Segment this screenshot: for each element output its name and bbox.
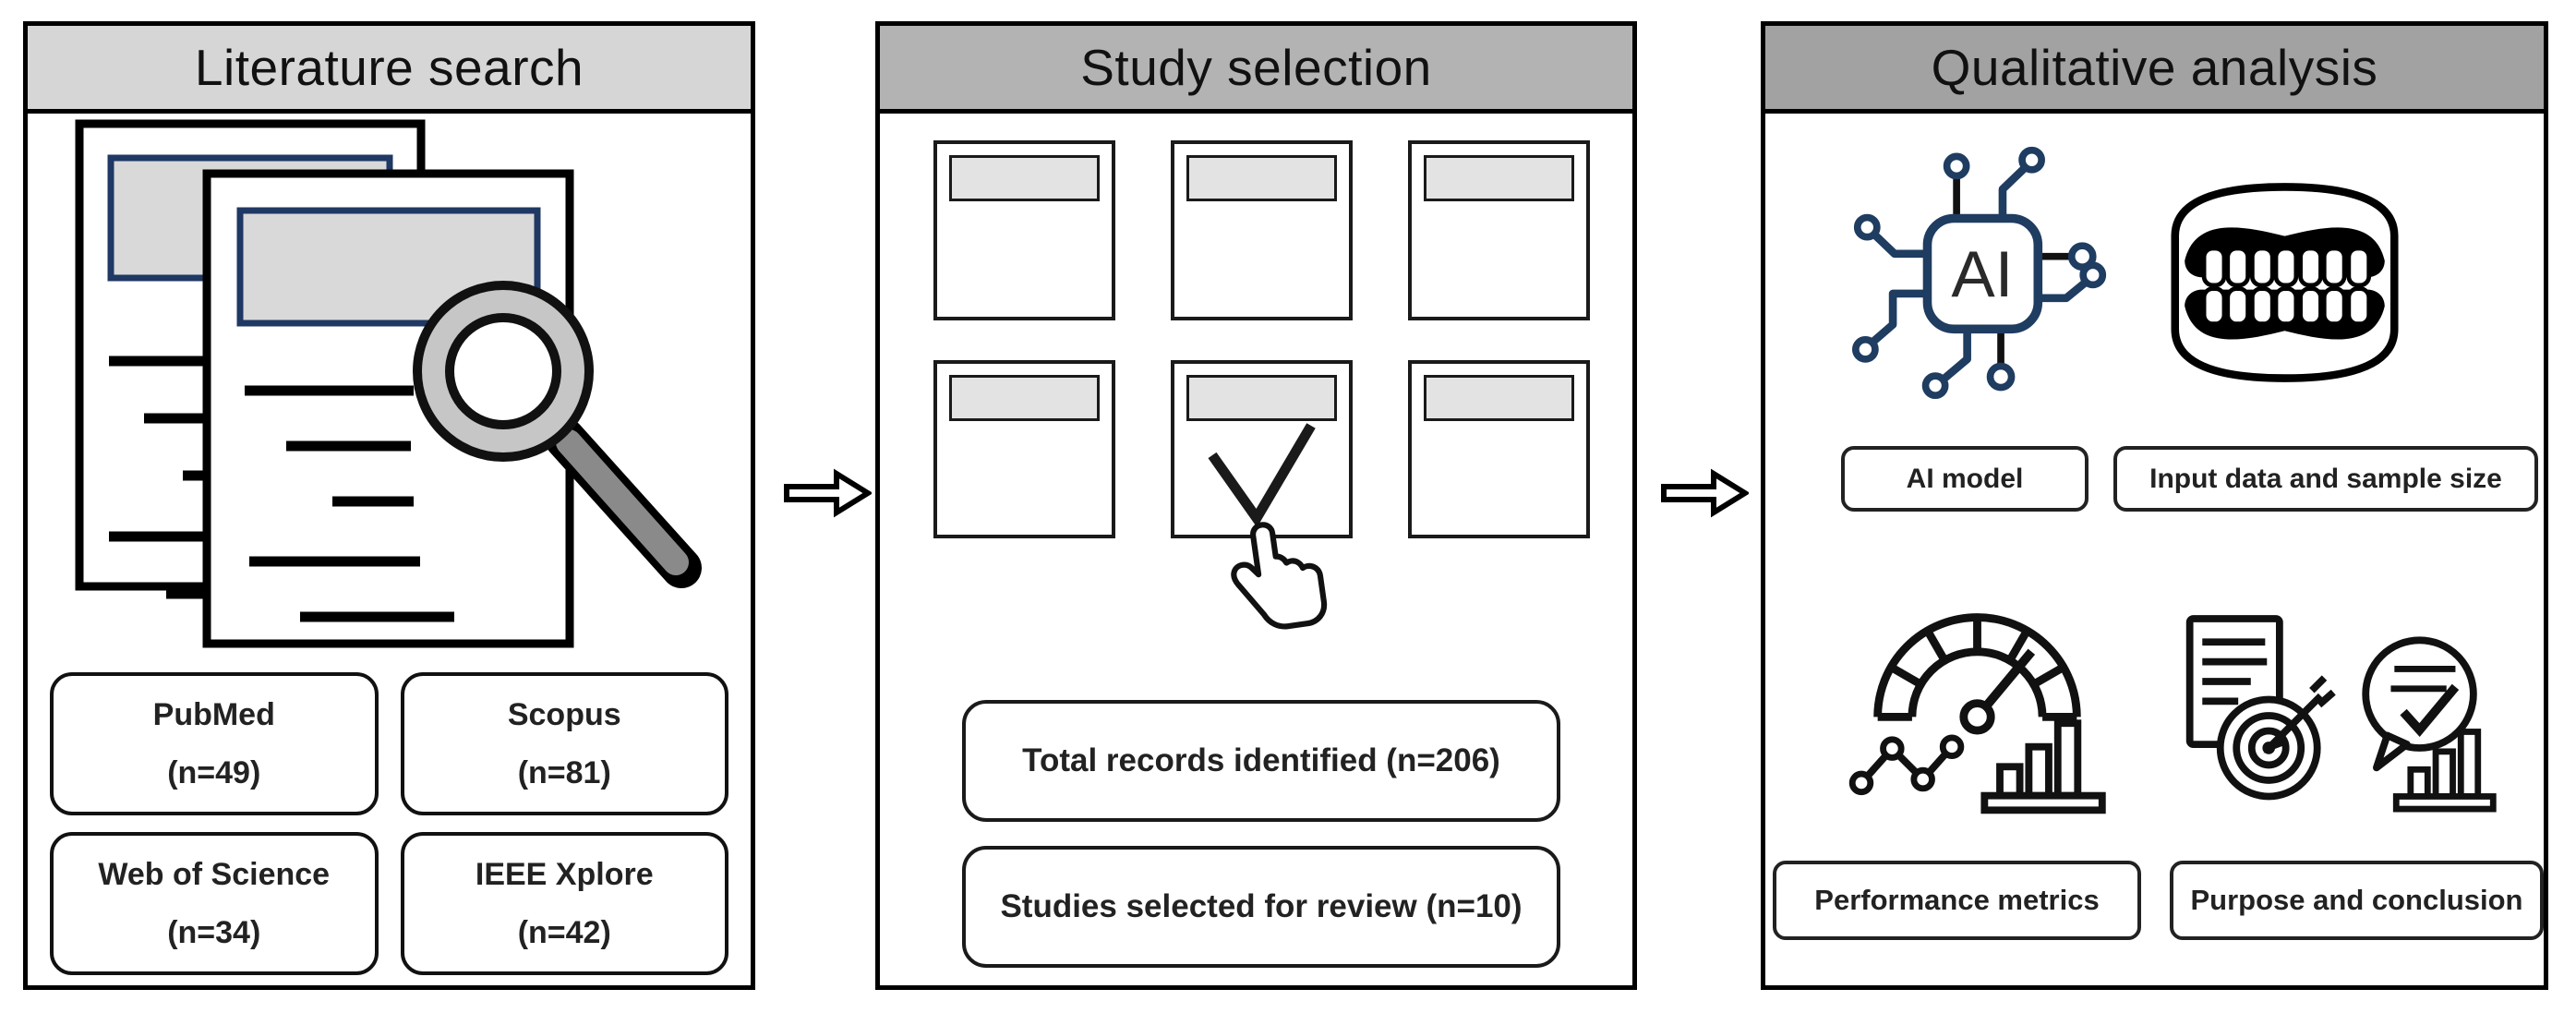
right-arrow-icon	[784, 468, 872, 518]
panel-title-study-selection: Study selection	[880, 26, 1632, 114]
selected-studies-label: Studies selected for review (n=10)	[1000, 888, 1523, 924]
document-card-selected	[1171, 360, 1353, 538]
checkmark-icon	[1208, 423, 1316, 525]
dentures-icon	[2171, 183, 2399, 382]
aspect-box-ai-model: AI model	[1841, 446, 2088, 512]
panel-literature-search: Literature search PubMed (n=49) Scopus (…	[23, 21, 755, 990]
document-card-titlebar	[949, 375, 1100, 421]
ai-chip-icon: AI	[1852, 146, 2107, 400]
document-card-titlebar	[949, 155, 1100, 201]
database-box-ieee-xplore: IEEE Xplore (n=42)	[400, 832, 728, 975]
database-count: (n=34)	[167, 914, 261, 950]
panel-title-literature-search: Literature search	[28, 26, 751, 114]
target-speech-icon	[2185, 615, 2497, 813]
documents-magnifier-icon	[75, 119, 702, 648]
document-card	[933, 360, 1115, 538]
document-card	[933, 140, 1115, 320]
database-box-pubmed: PubMed (n=49)	[50, 672, 379, 815]
document-card-titlebar	[1186, 375, 1337, 421]
document-card-titlebar	[1186, 155, 1337, 201]
svg-text:AI: AI	[1951, 238, 2013, 311]
document-card-titlebar	[1424, 155, 1574, 201]
database-count: (n=49)	[167, 754, 261, 790]
document-card-titlebar	[1424, 375, 1574, 421]
database-name: Scopus	[507, 696, 621, 732]
document-card	[1171, 140, 1353, 320]
database-name: IEEE Xplore	[475, 856, 654, 892]
document-card	[1408, 140, 1590, 320]
database-grid: PubMed (n=49) Scopus (n=81) Web of Scien…	[50, 672, 728, 975]
aspect-box-performance-metrics: Performance metrics	[1773, 861, 2141, 940]
aspect-box-input-data: Input data and sample size	[2113, 446, 2538, 512]
record-card-grid	[933, 140, 1590, 538]
aspect-label: Purpose and conclusion	[2190, 884, 2523, 916]
right-arrow-icon	[1661, 468, 1749, 518]
aspect-label: AI model	[1906, 463, 2024, 494]
database-box-web-of-science: Web of Science (n=34)	[50, 832, 379, 975]
database-count: (n=81)	[517, 754, 611, 790]
aspect-label: Input data and sample size	[2149, 463, 2502, 494]
total-records-box: Total records identified (n=206)	[962, 700, 1560, 822]
selected-studies-box: Studies selected for review (n=10)	[962, 846, 1560, 968]
panel-study-selection: Study selection Total records identified…	[875, 21, 1637, 990]
document-card	[1408, 360, 1590, 538]
panel-title-qualitative-analysis: Qualitative analysis	[1765, 26, 2544, 114]
database-name: Web of Science	[98, 856, 331, 892]
database-name: PubMed	[152, 696, 275, 732]
database-count: (n=42)	[517, 914, 611, 950]
aspect-label: Performance metrics	[1814, 884, 2100, 916]
database-box-scopus: Scopus (n=81)	[400, 672, 728, 815]
hand-cursor-icon	[1231, 522, 1328, 630]
gauge-icon	[1848, 613, 2106, 814]
aspect-box-purpose-conclusion: Purpose and conclusion	[2170, 861, 2544, 940]
total-records-label: Total records identified (n=206)	[1022, 742, 1500, 778]
panel-qualitative-analysis: Qualitative analysis AI	[1761, 21, 2548, 990]
